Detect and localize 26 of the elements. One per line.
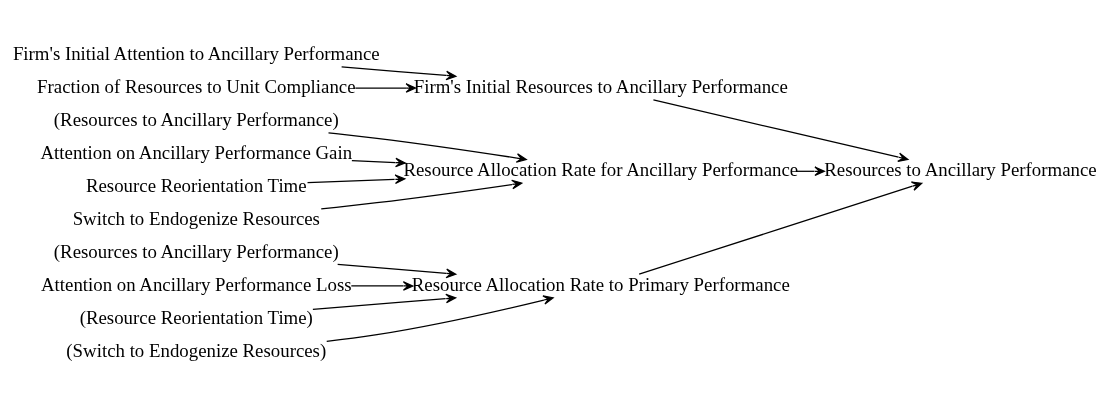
node-text: Attention on Ancillary Performance Gain xyxy=(40,141,353,163)
arrow xyxy=(306,173,406,184)
node-text: (Resources to Ancillary Performance) xyxy=(53,108,339,130)
arrow xyxy=(341,65,457,80)
arrow xyxy=(350,280,414,291)
arrow xyxy=(351,157,406,167)
node-text: Attention on Ancillary Performance Loss xyxy=(41,273,352,295)
node-text: Firm's Initial Attention to Ancillary Performance xyxy=(12,42,380,64)
arrow xyxy=(638,180,923,275)
arrow xyxy=(337,263,457,278)
node-text: Resource Allocation Rate for Ancillary Performance xyxy=(403,158,799,180)
node-text: Fraction of Resources to Unit Compliance xyxy=(37,75,356,97)
node-text: Resource Allocation Rate to Primary Performance xyxy=(411,273,790,295)
node-text: Firm's Initial Resources to Ancillary Performance xyxy=(413,75,788,97)
arrow xyxy=(326,294,554,342)
arrow xyxy=(354,82,417,93)
arrow xyxy=(312,293,457,310)
node-text: (Resource Reorientation Time) xyxy=(79,306,313,328)
arrow xyxy=(652,98,909,162)
node-text: (Resources to Ancillary Performance) xyxy=(53,240,339,262)
node-text: Switch to Endogenize Resources xyxy=(72,207,320,229)
arrow xyxy=(327,131,527,163)
node-text: Resources to Ancillary Performance xyxy=(824,158,1097,180)
node-text: Resource Reorientation Time xyxy=(85,174,307,196)
arrow xyxy=(320,179,523,209)
node-text: (Switch to Endogenize Resources) xyxy=(66,339,327,361)
